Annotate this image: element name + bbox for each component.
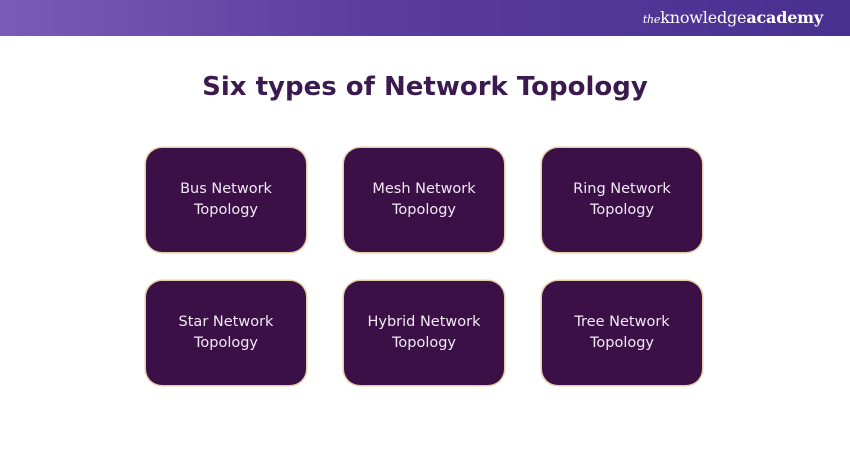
logo-knowledge: knowledge: [660, 8, 747, 27]
card-label: Hybrid Network Topology: [367, 314, 481, 351]
card-hybrid: Hybrid Network Topology: [344, 281, 504, 385]
brand-logo: theknowledgeacademy: [643, 8, 823, 27]
card-tree: Tree Network Topology: [542, 281, 702, 385]
card-label: Bus Network Topology: [180, 181, 272, 218]
card-mesh: Mesh Network Topology: [344, 148, 504, 252]
card-ring: Ring Network Topology: [542, 148, 702, 252]
logo-the: the: [642, 13, 661, 26]
card-label: Ring Network Topology: [573, 181, 671, 218]
card-label: Mesh Network Topology: [372, 181, 476, 218]
card-bus: Bus Network Topology: [146, 148, 306, 252]
card-label: Star Network Topology: [178, 314, 274, 351]
top-bar: theknowledgeacademy: [0, 0, 850, 36]
card-star: Star Network Topology: [146, 281, 306, 385]
logo-academy: academy: [746, 8, 823, 27]
card-label: Tree Network Topology: [574, 314, 670, 351]
page-title: Six types of Network Topology: [202, 72, 648, 102]
